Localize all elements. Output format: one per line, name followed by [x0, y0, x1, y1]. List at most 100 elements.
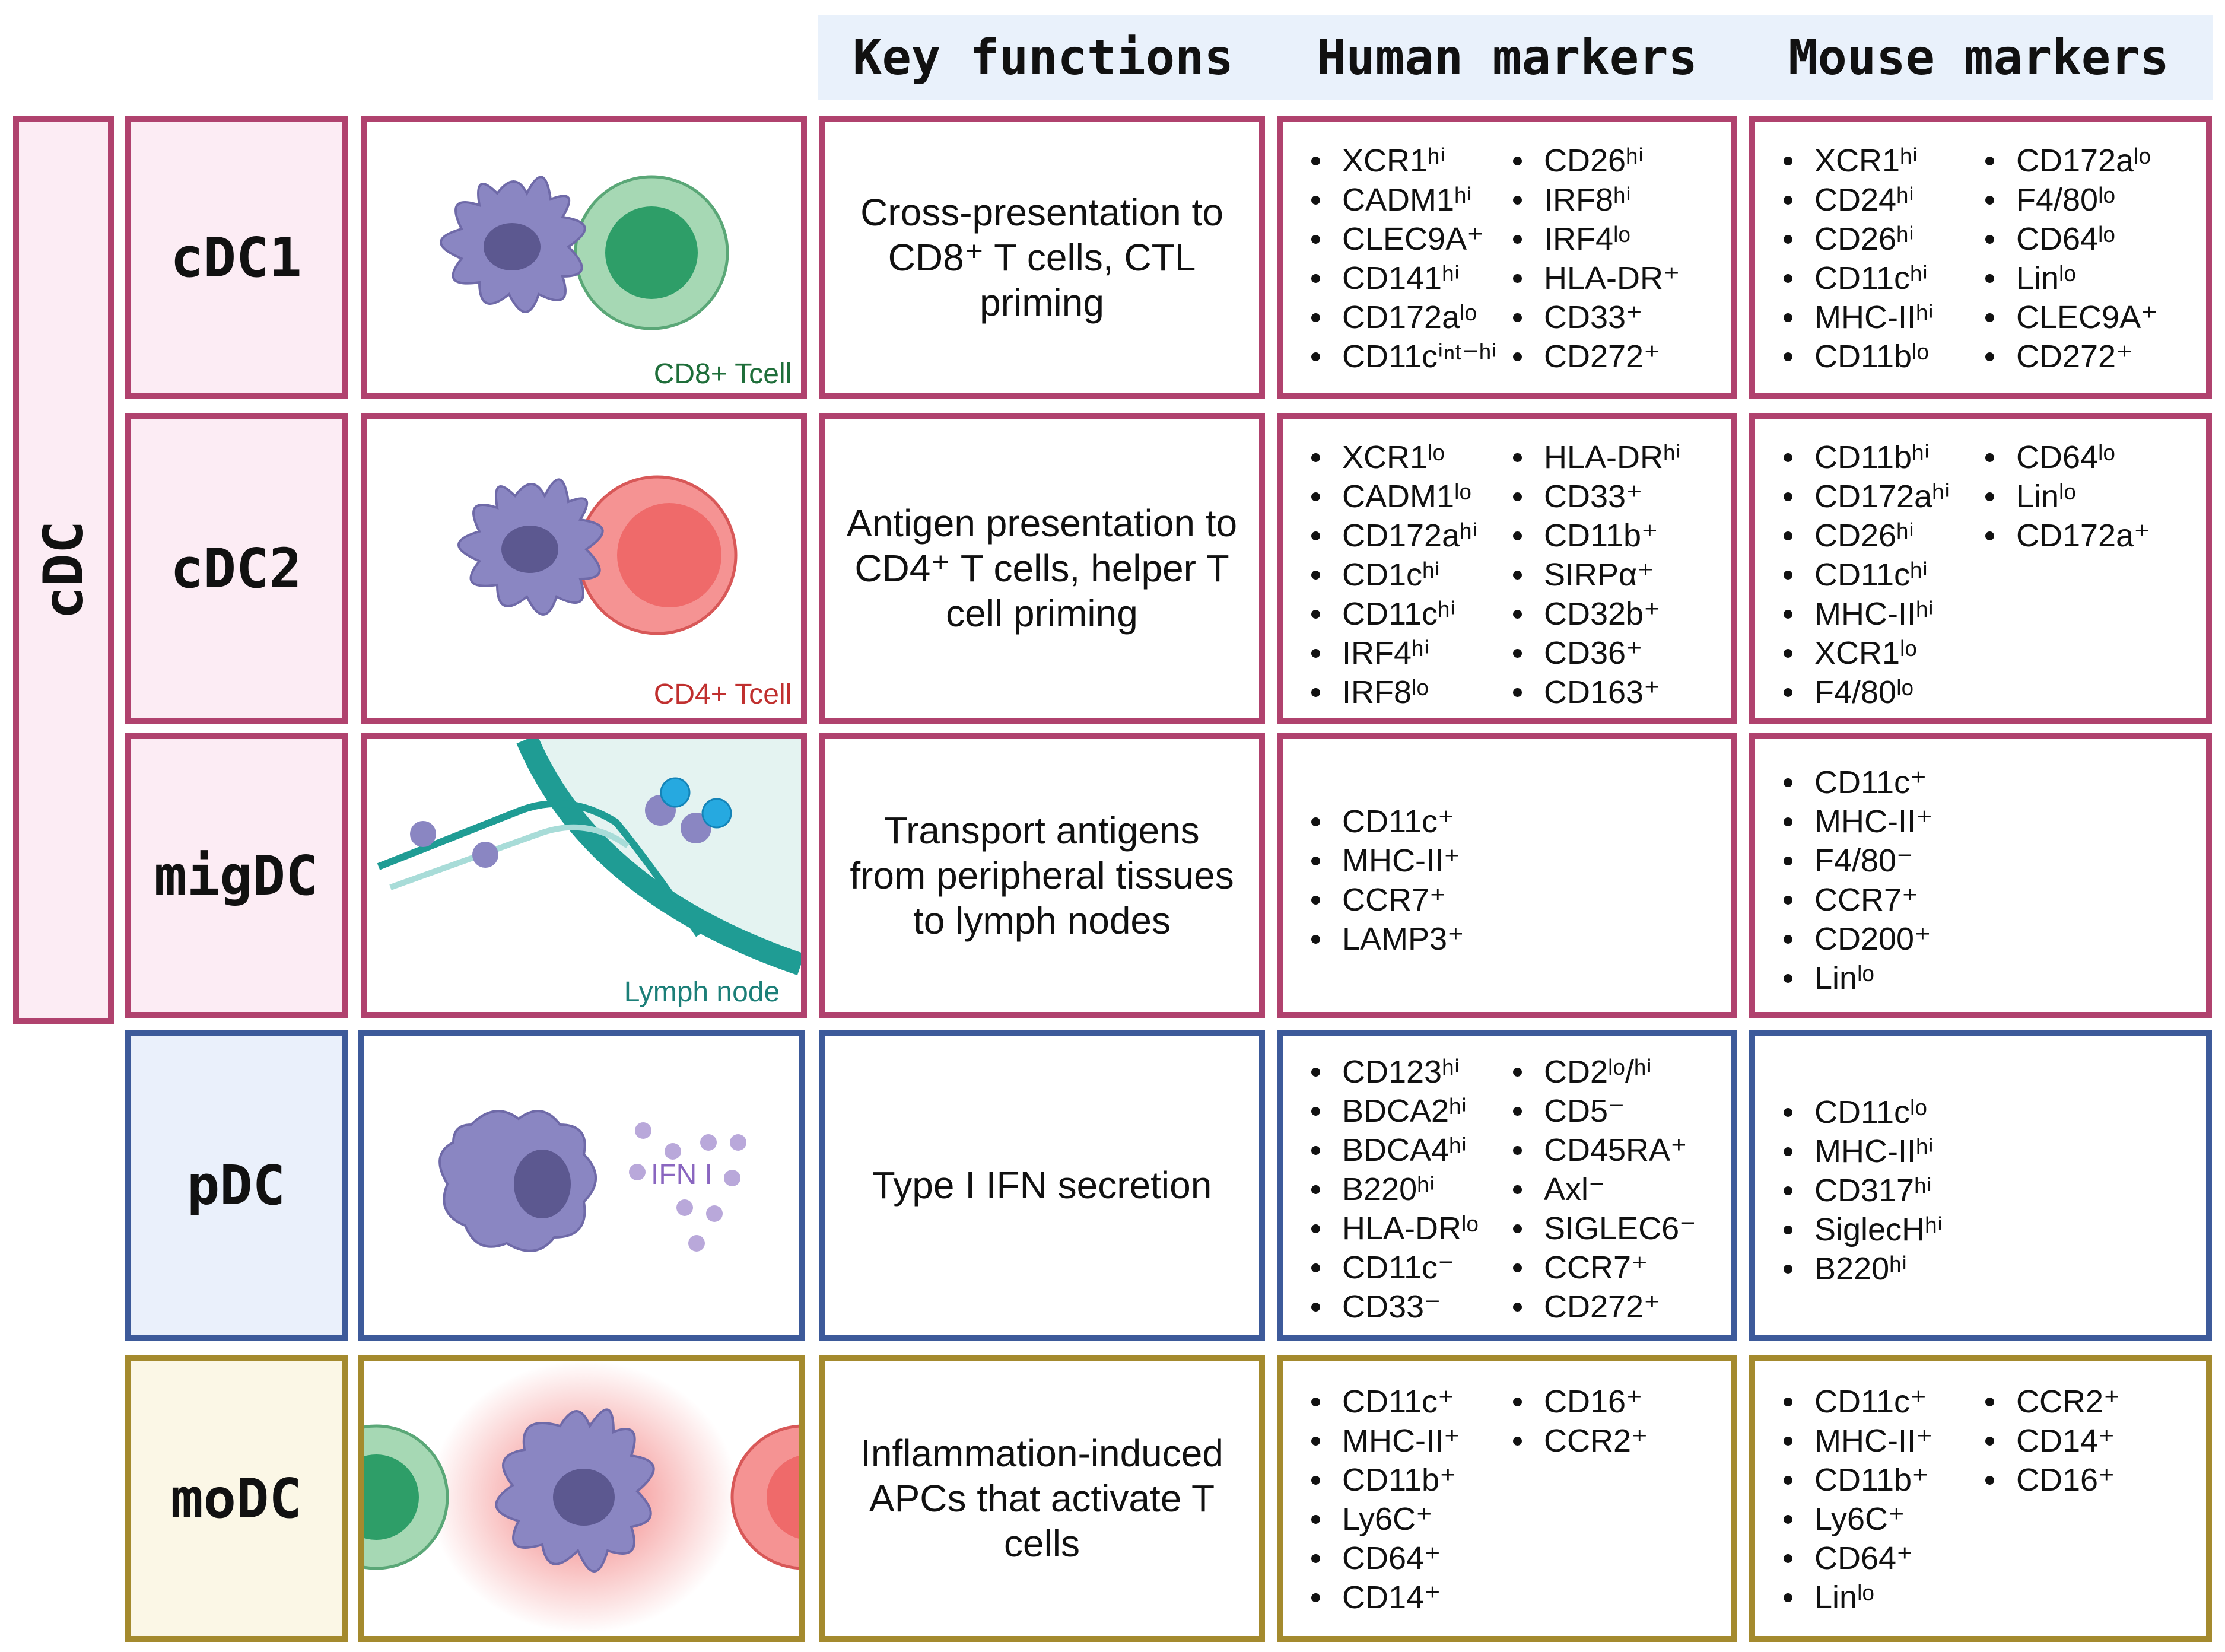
marker: BDCA4ʰⁱ — [1307, 1131, 1479, 1170]
marker: Ly6C⁺ — [1307, 1500, 1460, 1539]
row-mouse-pdc: CD11cˡᵒ MHC-IIʰⁱ CD317ʰⁱ SiglecHʰⁱ B220ʰ… — [1749, 1030, 2212, 1341]
marker: CD172aʰⁱ — [1307, 516, 1477, 555]
marker: Linˡᵒ — [1981, 259, 2158, 298]
marker: MHC-II⁺ — [1307, 1421, 1460, 1460]
marker: CD200⁺ — [1779, 919, 1932, 959]
marker: CD64⁺ — [1779, 1539, 1932, 1578]
marker: MHC-IIʰⁱ — [1779, 298, 1934, 337]
marker: CD172aˡᵒ — [1981, 141, 2158, 180]
row-image-pdc: IFN I — [358, 1030, 805, 1341]
row-image-cdc2: CD4+ Tcell — [361, 413, 807, 724]
row-name-cdc1: cDC1 — [125, 116, 348, 399]
human-markers-col2: CD16⁺ CCR2⁺ — [1508, 1382, 1648, 1460]
cdc1-illustration: CD8+ Tcell — [440, 175, 792, 390]
marker: F4/80⁻ — [1779, 841, 1932, 880]
human-markers-col2: CD26ʰⁱ IRF8ʰⁱ IRF4ˡᵒ HLA-DR⁺ CD33⁺ CD272… — [1508, 141, 1680, 376]
mouse-markers-col1: XCR1ʰⁱ CD24ʰⁱ CD26ʰⁱ CD11cʰⁱ MHC-IIʰⁱ CD… — [1779, 141, 1934, 376]
marker: B220ʰⁱ — [1779, 1249, 1943, 1288]
mouse-markers-col1: CD11c⁺ MHC-II⁺ F4/80⁻ CCR7⁺ CD200⁺ Linˡᵒ — [1779, 763, 1932, 998]
marker: CCR7⁺ — [1508, 1248, 1696, 1287]
mouse-markers-col1: CD11bʰⁱ CD172aʰⁱ CD26ʰⁱ CD11cʰⁱ MHC-IIʰⁱ… — [1779, 438, 1950, 712]
marker: CD11c⁻ — [1307, 1248, 1479, 1287]
cdc1-caption: CD8+ Tcell — [654, 358, 792, 390]
migdc-illustration: Lymph node — [377, 739, 801, 1008]
marker: CD64ˡᵒ — [1981, 438, 2151, 477]
marker: SIGLEC6⁻ — [1508, 1209, 1696, 1248]
marker: CD1cʰⁱ — [1307, 555, 1477, 594]
row-name-migdc: migDC — [125, 733, 348, 1018]
marker: Linˡᵒ — [1779, 959, 1932, 998]
marker: IRF8ˡᵒ — [1307, 673, 1477, 712]
marker: CD317ʰⁱ — [1779, 1171, 1943, 1210]
marker: CD272⁺ — [1981, 337, 2158, 376]
marker: CD11b⁺ — [1779, 1460, 1932, 1500]
marker: MHC-IIʰⁱ — [1779, 1132, 1943, 1171]
marker: CD163⁺ — [1508, 673, 1681, 712]
row-name-modc: moDC — [125, 1355, 348, 1642]
marker: XCR1ʰⁱ — [1307, 141, 1497, 180]
marker: CD32b⁺ — [1508, 594, 1681, 634]
marker: CD11bˡᵒ — [1779, 337, 1934, 376]
pdc-illustration: IFN I — [438, 1110, 746, 1252]
marker: CCR7⁺ — [1307, 880, 1464, 919]
row-human-cdc1: XCR1ʰⁱ CADM1ʰⁱ CLEC9A⁺ CD141ʰⁱ CD172aˡᵒ … — [1277, 116, 1737, 399]
human-markers-col1: XCR1ˡᵒ CADM1ˡᵒ CD172aʰⁱ CD1cʰⁱ CD11cʰⁱ I… — [1307, 438, 1477, 712]
marker: IRF4ʰⁱ — [1307, 634, 1477, 673]
marker: CD64ˡᵒ — [1981, 219, 2158, 259]
marker: CD272⁺ — [1508, 337, 1680, 376]
marker: MHC-II⁺ — [1779, 1421, 1932, 1460]
row-name-cdc2: cDC2 — [125, 413, 348, 724]
marker: XCR1ˡᵒ — [1307, 438, 1477, 477]
migdc-caption: Lymph node — [624, 976, 780, 1008]
marker: CD5⁻ — [1508, 1091, 1696, 1131]
marker: Ly6C⁺ — [1779, 1500, 1932, 1539]
modc-illustration — [364, 1361, 799, 1634]
row-image-modc — [358, 1355, 805, 1642]
marker: CD172aʰⁱ — [1779, 477, 1950, 516]
marker: XCR1ʰⁱ — [1779, 141, 1934, 180]
row-function-migdc: Transport antigens from peripheral tissu… — [819, 733, 1265, 1018]
header-key-functions: Key functions — [853, 29, 1234, 86]
marker: CD64⁺ — [1307, 1539, 1460, 1578]
marker: CD11cʰⁱ — [1779, 555, 1950, 594]
marker: MHC-II⁺ — [1307, 841, 1464, 880]
marker: CD36⁺ — [1508, 634, 1681, 673]
mouse-markers-col1: CD11cˡᵒ MHC-IIʰⁱ CD317ʰⁱ SiglecHʰⁱ B220ʰ… — [1779, 1093, 1943, 1288]
marker: CD11bʰⁱ — [1779, 438, 1950, 477]
marker: F4/80ˡᵒ — [1779, 673, 1950, 712]
mouse-markers-col2: CD172aˡᵒ F4/80ˡᵒ CD64ˡᵒ Linˡᵒ CLEC9A⁺ CD… — [1981, 141, 2158, 376]
marker: CD33⁻ — [1307, 1287, 1479, 1326]
human-markers-col1: XCR1ʰⁱ CADM1ʰⁱ CLEC9A⁺ CD141ʰⁱ CD172aˡᵒ … — [1307, 141, 1497, 376]
marker: F4/80ˡᵒ — [1981, 180, 2158, 219]
marker: MHC-IIʰⁱ — [1779, 594, 1950, 634]
marker: CD14⁺ — [1307, 1578, 1460, 1617]
marker: CD11c⁺ — [1307, 802, 1464, 841]
row-human-modc: CD11c⁺ MHC-II⁺ CD11b⁺ Ly6C⁺ CD64⁺ CD14⁺ … — [1277, 1355, 1737, 1642]
marker: CLEC9A⁺ — [1307, 219, 1497, 259]
marker: CD26ʰⁱ — [1779, 219, 1934, 259]
marker: BDCA2ʰⁱ — [1307, 1091, 1479, 1131]
marker: CD172a⁺ — [1981, 516, 2151, 555]
marker: MHC-II⁺ — [1779, 802, 1932, 841]
row-mouse-cdc1: XCR1ʰⁱ CD24ʰⁱ CD26ʰⁱ CD11cʰⁱ MHC-IIʰⁱ CD… — [1749, 116, 2212, 399]
marker: CD141ʰⁱ — [1307, 259, 1497, 298]
mouse-markers-col2: CD64ˡᵒ Linˡᵒ CD172a⁺ — [1981, 438, 2151, 555]
row-function-cdc1: Cross-presentation to CD8⁺ T cells, CTL … — [819, 116, 1265, 399]
marker: XCR1ˡᵒ — [1779, 634, 1950, 673]
marker: Axl⁻ — [1508, 1170, 1696, 1209]
marker: HLA-DRˡᵒ — [1307, 1209, 1479, 1248]
marker: CLEC9A⁺ — [1981, 298, 2158, 337]
mouse-markers-col2: CCR2⁺ CD14⁺ CD16⁺ — [1981, 1382, 2121, 1500]
marker: CD172aˡᵒ — [1307, 298, 1497, 337]
marker: CD26ʰⁱ — [1779, 516, 1950, 555]
row-mouse-modc: CD11c⁺ MHC-II⁺ CD11b⁺ Ly6C⁺ CD64⁺ Linˡᵒ … — [1749, 1355, 2212, 1642]
pdc-caption: IFN I — [651, 1159, 713, 1191]
row-function-cdc2: Antigen presentation to CD4⁺ T cells, he… — [819, 413, 1265, 724]
marker: HLA-DR⁺ — [1508, 259, 1680, 298]
marker: CCR7⁺ — [1779, 880, 1932, 919]
marker: CD11c⁺ — [1307, 1382, 1460, 1421]
marker: CD16⁺ — [1508, 1382, 1648, 1421]
marker: CD33⁺ — [1508, 298, 1680, 337]
marker: CD123ʰⁱ — [1307, 1052, 1479, 1091]
marker: CD11cⁱⁿᵗ⁻ʰⁱ — [1307, 337, 1497, 376]
